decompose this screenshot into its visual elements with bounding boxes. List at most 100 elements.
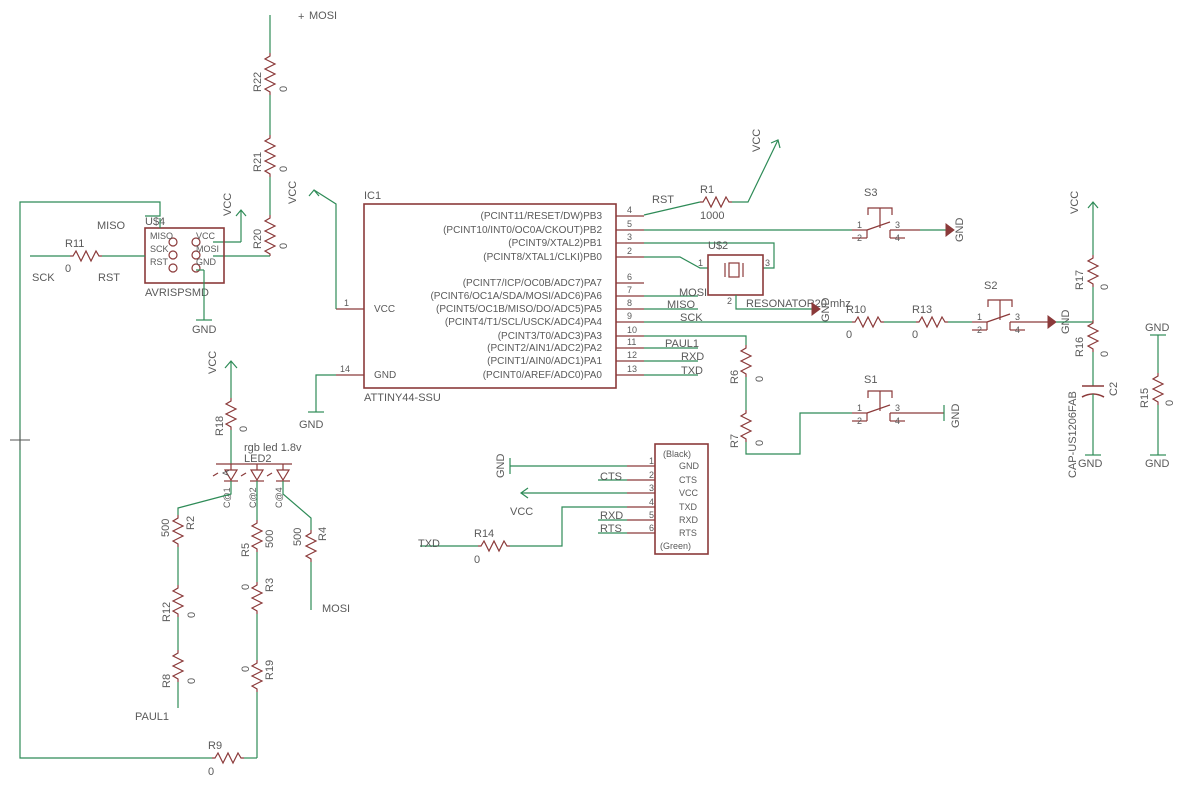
net-gnd-s1: GND xyxy=(950,404,962,429)
resistor-r16[interactable]: R16 0 xyxy=(1074,320,1111,357)
net-rts: RTS xyxy=(600,523,622,535)
s1-pin4: 4 xyxy=(895,416,900,426)
r21-value: 0 xyxy=(278,166,290,172)
net-vcc-ftdi: VCC xyxy=(510,506,533,518)
resistor-r19[interactable]: R19 0 xyxy=(240,660,276,692)
r5-value: 500 xyxy=(264,530,276,548)
net-rst-top: RST xyxy=(652,194,674,206)
ftdi-pin-label: RTS xyxy=(679,528,697,538)
ftdi-pin-number: 6 xyxy=(649,523,654,533)
ic1-pin-label: (PCINT5/OC1B/MISO/DO/ADC5)PA5 xyxy=(436,304,602,315)
vcc-symbol-right: VCC xyxy=(1069,191,1099,255)
resonator-pin3: 3 xyxy=(765,258,770,268)
net-gnd-ic: GND xyxy=(299,419,324,431)
net-miso-mid: MISO xyxy=(667,299,696,311)
resistor-r8[interactable]: R8 0 xyxy=(161,650,198,688)
r17-name: R17 xyxy=(1074,270,1086,290)
ic1-attiny44[interactable]: IC1 ATTINY44-SSU VCC GND 1 14 (PCINT11/R… xyxy=(336,190,644,404)
resonator-u2[interactable]: U$2 1 2 3 RESONATOR20 mhz xyxy=(698,240,851,310)
r13-name: R13 xyxy=(912,304,932,316)
resistor-r20[interactable]: R20 0 xyxy=(252,215,290,256)
net-rxd-ftdi: RXD xyxy=(600,510,623,522)
s2-pin4: 4 xyxy=(1015,325,1020,335)
ftdi-pin-label: VCC xyxy=(679,488,699,498)
resistor-r1[interactable]: R1 1000 VCC RST xyxy=(643,129,781,222)
r19-name: R19 xyxy=(264,660,276,680)
resistor-r17[interactable]: R17 0 xyxy=(1074,255,1111,290)
s2-name: S2 xyxy=(984,280,997,292)
isp-pin-mosi: MOSI xyxy=(196,244,219,254)
ic1-pin-label: (PCINT6/OC1A/SDA/MOSI/ADC6)PA6 xyxy=(430,291,602,302)
r1-value: 1000 xyxy=(700,210,724,222)
net-gnd-isp: GND xyxy=(192,324,217,336)
r19-value: 0 xyxy=(240,666,252,672)
ic1-pin-label: (PCINT7/ICP/OC0B/ADC7)PA7 xyxy=(463,278,603,289)
switch-s3[interactable]: S3 1 2 3 4 xyxy=(852,187,920,243)
isp-pin-gnd: GND xyxy=(196,257,217,267)
resistor-r7[interactable]: R7 0 xyxy=(729,410,766,448)
resistor-r18[interactable]: R18 0 xyxy=(214,398,250,436)
resistor-r12[interactable]: R12 0 xyxy=(161,585,198,622)
ic1-pin-number: 10 xyxy=(627,325,637,335)
net-cross: + xyxy=(298,11,304,23)
gnd-symbol-isp: GND xyxy=(192,319,217,336)
net-mosi-top: MOSI xyxy=(309,10,337,22)
gnd-symbol-ftdi: GND xyxy=(495,454,627,478)
r6-value: 0 xyxy=(754,376,766,382)
switch-s1[interactable]: S1 1 2 3 4 xyxy=(852,374,944,426)
led-desc: rgb led 1.8v xyxy=(244,442,302,454)
resistor-r14[interactable]: R14 0 TXD xyxy=(418,528,510,566)
switch-s2[interactable]: S2 1 2 3 4 xyxy=(972,280,1048,335)
r14-name: R14 xyxy=(474,528,494,540)
resistor-r13[interactable]: R13 0 xyxy=(912,304,948,341)
net-vcc-right: VCC xyxy=(1069,191,1081,214)
r7-name: R7 xyxy=(729,434,741,448)
isp-header-u4[interactable]: MISO VCC SCK MOSI RST GND U$4 AVRISPSMD xyxy=(144,216,225,299)
isp-pin-miso: MISO xyxy=(150,231,173,241)
r11-name: R11 xyxy=(65,238,84,250)
net-miso: MISO xyxy=(97,220,126,232)
resistor-r3[interactable]: R3 0 xyxy=(240,578,276,614)
capacitor-c2[interactable]: C2 CAP-US1206FAB xyxy=(1067,352,1120,478)
isp-part: AVRISPSMD xyxy=(145,287,209,299)
net-txd: TXD xyxy=(681,365,703,377)
r20-value: 0 xyxy=(278,243,290,249)
ic1-pin-number: 6 xyxy=(627,272,632,282)
ic1-name: IC1 xyxy=(364,190,381,202)
net-mosi-mid: MOSI xyxy=(679,287,707,299)
r13-value: 0 xyxy=(912,329,918,341)
resistor-r9[interactable]: R9 0 xyxy=(200,740,257,778)
resistor-r5[interactable]: R5 500 xyxy=(240,520,276,557)
resistor-r22[interactable]: R22 0 xyxy=(252,15,290,135)
crosshair-cursor-icon xyxy=(10,430,30,450)
r8-value: 0 xyxy=(186,678,198,684)
resistor-r15[interactable]: R15 0 GND GND xyxy=(1139,322,1176,470)
wire-led-r4 xyxy=(282,481,312,530)
c2-part: CAP-US1206FAB xyxy=(1067,391,1079,478)
r16-value: 0 xyxy=(1099,351,1111,357)
c2-name: C2 xyxy=(1108,382,1120,396)
ic1-part: ATTINY44-SSU xyxy=(364,392,441,404)
r9-value: 0 xyxy=(208,766,214,778)
net-gnd-res: GND xyxy=(820,298,832,323)
ic1-pin-label: (PCINT11/RESET/DW)PB3 xyxy=(481,211,603,222)
r1-name: R1 xyxy=(700,184,714,196)
s2-pin1: 1 xyxy=(977,312,982,322)
r22-value: 0 xyxy=(278,86,290,92)
rgb-led-led2[interactable]: rgb led 1.8v LED2 C@1 C@2 C@4 A xyxy=(212,442,302,508)
isp-name: U$4 xyxy=(145,216,165,228)
resistor-r4[interactable]: R4 500 xyxy=(292,527,329,562)
resistor-r2[interactable]: R2 500 xyxy=(160,515,197,547)
resistor-r10[interactable]: R10 0 xyxy=(846,304,884,341)
ic1-pin-number: 2 xyxy=(627,246,632,256)
ic1-pin-number: 9 xyxy=(627,311,632,321)
ic1-pin-label: (PCINT4/T1/SCL/USCK/ADC4)PA4 xyxy=(445,317,603,328)
resistor-r21[interactable]: R21 0 xyxy=(252,135,290,215)
ic1-pin-number: 7 xyxy=(627,285,632,295)
resistor-r6[interactable]: R6 0 xyxy=(729,345,766,384)
resistor-r11[interactable]: R11 0 xyxy=(30,238,145,275)
net-sck-mid: SCK xyxy=(680,312,703,324)
